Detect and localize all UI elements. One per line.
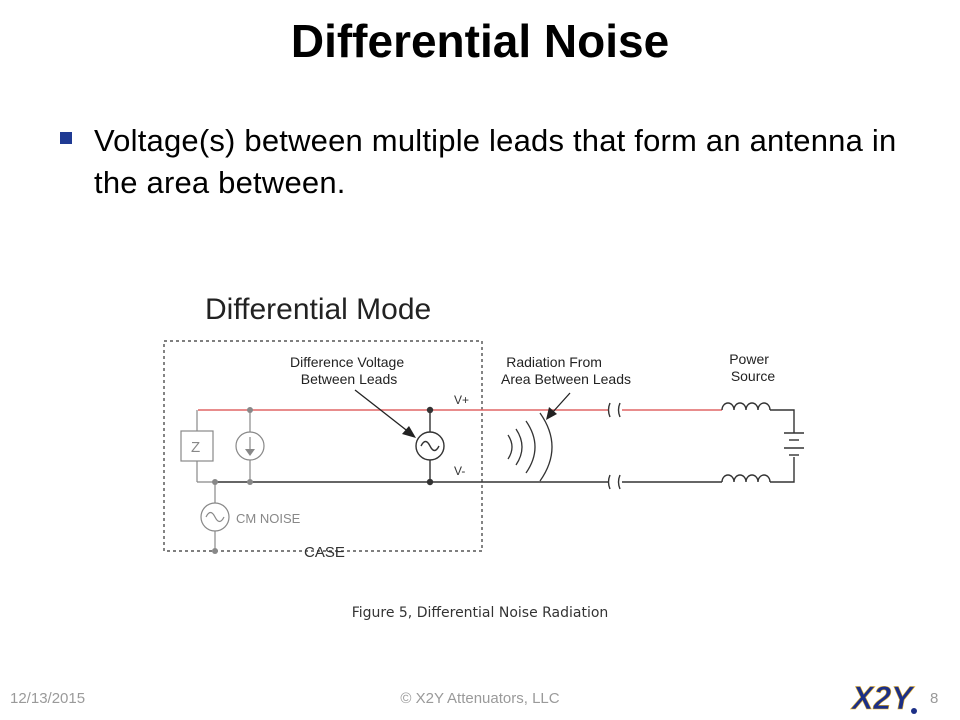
inductor-top-icon	[721, 402, 771, 411]
radiation-line2: Area Between Leads	[501, 371, 631, 387]
differential-mode-diagram: Differential Mode Z CM NOISE CASE V+ V- …	[163, 293, 804, 561]
logo-dot-icon	[911, 708, 917, 714]
slide-title: Differential Noise	[290, 15, 670, 67]
radiation-line1: Radiation From	[506, 354, 602, 370]
battery-icon	[784, 432, 804, 456]
power-source-line1: Power	[729, 351, 769, 367]
bullet-text: Voltage(s) between multiple leads that f…	[94, 123, 897, 200]
radiation-waves-icon	[507, 412, 553, 482]
footer-copyright: © X2Y Attenuators, LLC	[400, 690, 560, 707]
bullet-item: Voltage(s) between multiple leads that f…	[60, 120, 920, 204]
difference-arrowhead	[402, 426, 416, 438]
cm-noise-label: CM NOISE	[236, 511, 301, 526]
junction-dot	[247, 407, 253, 413]
power-source-label: Power Source	[729, 351, 775, 384]
junction-dot	[426, 406, 434, 414]
difference-voltage-line1: Difference Voltage	[290, 354, 404, 370]
vplus-label: V+	[454, 393, 469, 407]
footer-date: 12/13/2015	[10, 690, 86, 707]
junction-dot	[212, 548, 218, 554]
x2y-logo: X2Y	[850, 680, 917, 716]
difference-voltage-label: Difference Voltage Between Leads	[290, 354, 408, 387]
radiation-arrowhead	[546, 407, 557, 420]
difference-arrow-shaft	[354, 389, 411, 434]
logo-text: X2Y	[850, 680, 915, 716]
vminus-break-mark	[607, 474, 621, 490]
case-boundary	[163, 340, 483, 552]
cm-noise-sine	[205, 511, 225, 523]
current-source-arrowhead	[245, 449, 255, 456]
page-number: 8	[930, 690, 939, 707]
radiation-label: Radiation From Area Between Leads	[501, 354, 631, 387]
figure-caption: Figure 5, Differential Noise Radiation	[351, 605, 609, 621]
inductor-bottom-icon	[721, 474, 771, 483]
power-bottom-wire	[770, 457, 795, 483]
diff-voltage-sine	[420, 440, 440, 452]
junction-dot	[212, 479, 218, 485]
power-top-wire	[770, 409, 795, 433]
junction-dot	[247, 479, 253, 485]
vminus-label: V-	[454, 464, 465, 478]
radiation-arrow-shaft	[551, 392, 571, 414]
difference-voltage-line2: Between Leads	[301, 371, 398, 387]
diagram-heading: Differential Mode	[205, 293, 431, 326]
case-label: CASE	[304, 544, 345, 561]
power-source-line2: Source	[731, 368, 776, 384]
impedance-label: Z	[191, 439, 200, 456]
junction-dot	[426, 478, 434, 486]
vplus-break-mark	[607, 402, 621, 418]
bullet-square-icon	[60, 132, 72, 144]
